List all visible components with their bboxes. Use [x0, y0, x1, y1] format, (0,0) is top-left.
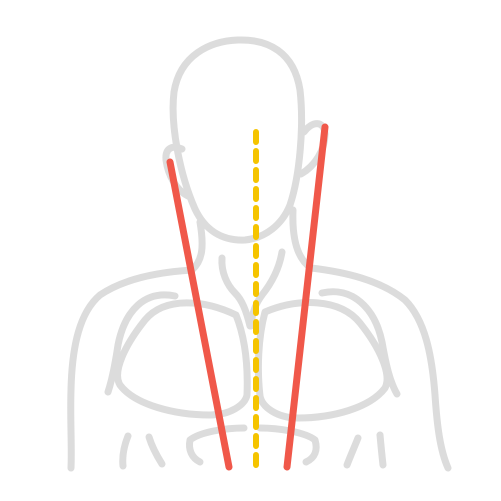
right-abdomen-outline [256, 424, 320, 466]
left-collar-outline [218, 254, 254, 330]
right-serratus-outline-2 [376, 431, 387, 469]
left-deltoid-outline [104, 291, 179, 396]
left-tilt-line [166, 158, 233, 471]
right-serratus-outline-1 [343, 434, 362, 469]
right-pectoral-outline [254, 299, 391, 422]
right-deltoid-outline [318, 288, 401, 398]
neck-left-outline [188, 218, 206, 274]
body-outline [67, 36, 452, 472]
right-tilt-line [283, 123, 329, 471]
head-outline [169, 36, 306, 244]
right-shoulder-outline [307, 264, 452, 472]
left-shoulder-outline [67, 266, 196, 472]
right-collar-outline [247, 248, 286, 330]
left-abdomen-outline [186, 424, 248, 466]
left-serratus-outline-1 [119, 432, 132, 470]
left-pectoral-outline [114, 299, 251, 419]
left-serratus-outline-2 [145, 433, 166, 468]
